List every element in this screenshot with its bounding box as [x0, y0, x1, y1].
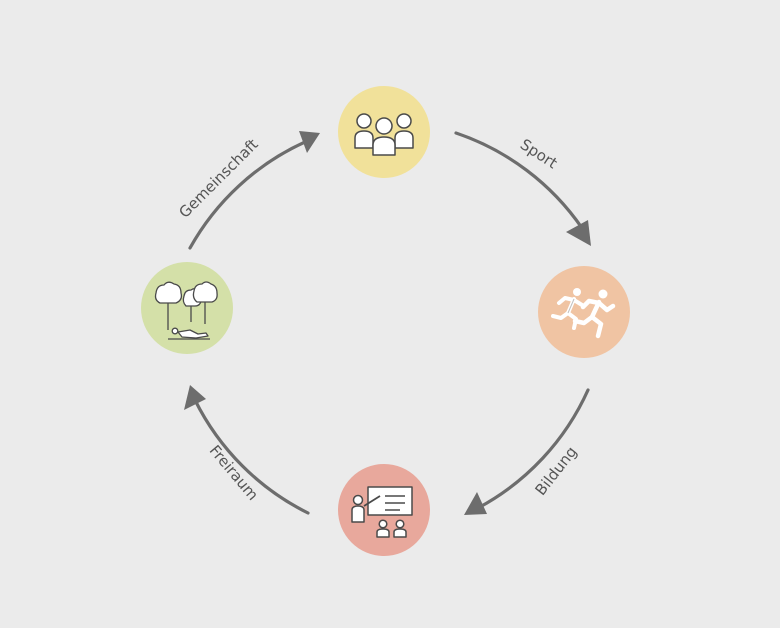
arrowhead-sport [566, 220, 591, 246]
teacher-presentation-icon [351, 486, 413, 538]
people-group-icon [354, 113, 414, 156]
arrow-education-to-open-space [193, 398, 310, 515]
node-education [338, 464, 430, 556]
label-freiraum: Freiraum [206, 442, 262, 504]
node-community [338, 86, 430, 178]
arrow-sport-to-education [476, 388, 590, 510]
arrowhead-community [299, 131, 320, 153]
arrowhead-open-space [184, 385, 206, 410]
arrow-open-space-to-community [188, 140, 307, 250]
arrowhead-education [464, 492, 487, 515]
arrow-community-to-sport [454, 131, 584, 230]
node-sport [538, 266, 630, 358]
node-open-space [141, 262, 233, 354]
label-bildung: Bildung [532, 443, 581, 499]
trees-relaxing-icon [154, 281, 218, 340]
